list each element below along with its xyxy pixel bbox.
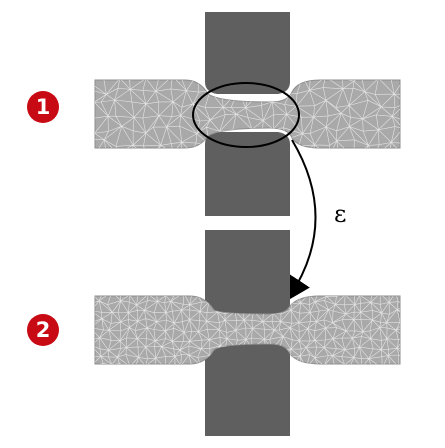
contact-zone-ellipse [192, 82, 300, 148]
step-2-badge: 2 [27, 314, 59, 346]
step-1-circle-icon [27, 91, 59, 123]
strain-arrow: ε [286, 139, 346, 302]
strain-symbol: ε [334, 200, 346, 228]
step-2-label: 2 [36, 318, 51, 342]
mesh2-lines [95, 296, 400, 364]
lower-electrode-2 [205, 342, 290, 436]
upper-electrode-2 [205, 230, 290, 316]
curved-arrow-icon [286, 139, 317, 302]
mesh-2 [95, 296, 400, 364]
stage-1: 1 [27, 12, 401, 216]
step-1-label: 1 [36, 95, 51, 119]
lower-electrode-1 [205, 132, 290, 216]
step-2-circle-icon [27, 314, 59, 346]
upper-electrode-1 [205, 12, 290, 94]
stage-2: 2 [27, 230, 401, 436]
step-1-badge: 1 [27, 91, 59, 123]
